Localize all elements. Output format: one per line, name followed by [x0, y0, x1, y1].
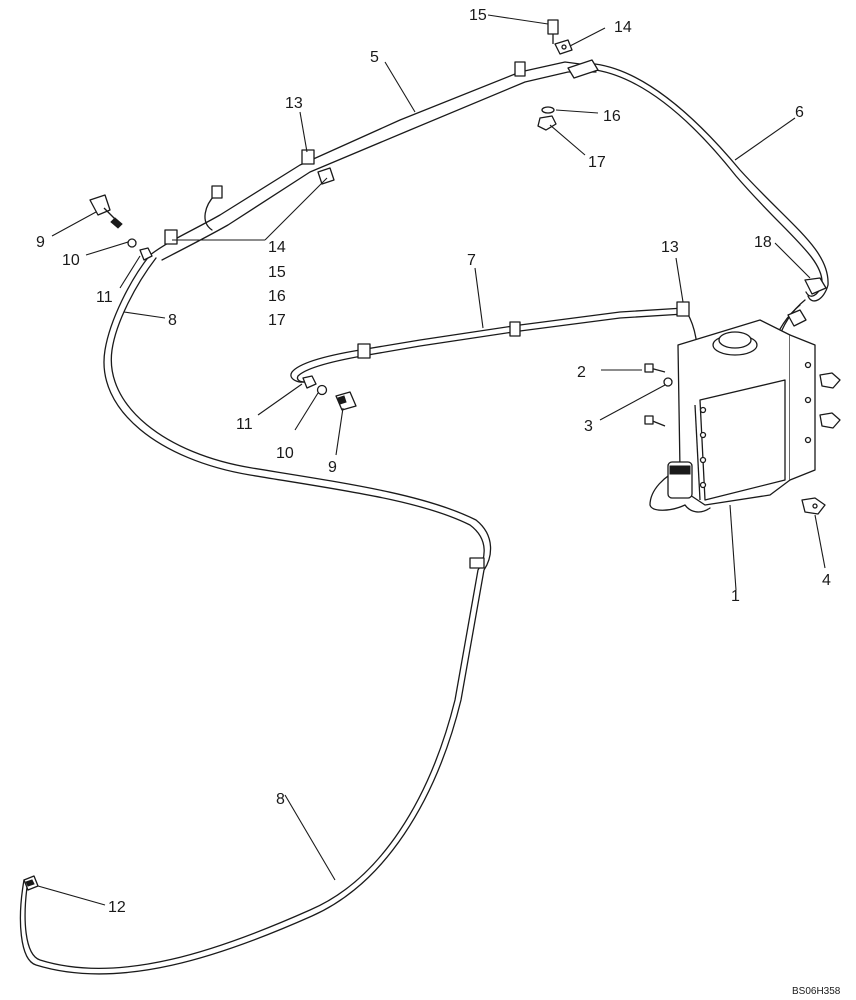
callout-11-mid: 11 — [236, 416, 253, 433]
callout-14-top: 14 — [614, 19, 632, 36]
callout-11-left: 11 — [96, 289, 113, 306]
callout-15-top: 15 — [469, 7, 487, 24]
callout-17-group: 17 — [268, 312, 286, 329]
callout-13-left: 13 — [285, 95, 303, 112]
callout-16-group: 16 — [268, 288, 286, 305]
clip-hose-7-b — [357, 343, 371, 359]
callout-1: 1 — [731, 588, 740, 605]
callout-16-top: 16 — [603, 108, 621, 125]
clip-13-left — [301, 149, 315, 165]
bolt-2b — [644, 415, 666, 427]
clamp-14 — [554, 39, 573, 55]
callout-15-group: 15 — [268, 264, 286, 281]
reference-code: BS06H358 — [792, 986, 841, 997]
clip-upper-d — [317, 167, 335, 185]
nut-11-left — [139, 247, 153, 261]
callout-2: 2 — [577, 364, 586, 381]
tee-fitting-upper — [567, 59, 599, 79]
callout-9-mid: 9 — [328, 459, 337, 476]
callouts: 1 2 3 4 5 6 7 8 8 9 9 10 10 11 11 12 13 … — [36, 7, 831, 916]
clip-hose-7-a — [509, 321, 521, 337]
hose-7 — [290, 307, 699, 401]
nozzle-9-mid — [335, 391, 357, 411]
washer-3 — [663, 377, 673, 387]
callout-3: 3 — [584, 418, 593, 435]
leader-lines — [37, 14, 826, 906]
callout-12: 12 — [108, 899, 126, 916]
callout-9-left: 9 — [36, 234, 45, 251]
callout-10-mid: 10 — [276, 445, 294, 462]
clip-upper-c — [164, 229, 178, 245]
nut-11-mid — [302, 375, 317, 389]
callout-18: 18 — [754, 234, 772, 251]
bolt-15 — [547, 19, 559, 44]
clamp-18 — [787, 277, 827, 327]
washer-16 — [541, 106, 555, 114]
callout-8-upper: 8 — [168, 312, 177, 329]
washer-10-left — [127, 238, 137, 248]
callout-8-lower: 8 — [276, 791, 285, 808]
clip-hose-8 — [469, 557, 485, 569]
washer-10-mid — [316, 384, 328, 396]
callout-5: 5 — [370, 49, 379, 66]
callout-7: 7 — [467, 252, 476, 269]
clip-upper-a — [211, 185, 223, 199]
callout-17-top: 17 — [588, 154, 606, 171]
reservoir — [667, 319, 791, 506]
callout-10-left: 10 — [62, 252, 80, 269]
bolt-2 — [644, 363, 666, 373]
callout-14-group: 14 — [268, 239, 286, 256]
hose-8 — [19, 254, 492, 975]
hose-5 — [149, 61, 597, 261]
callout-13-right: 13 — [661, 239, 679, 256]
hose-loop-reservoir — [649, 469, 711, 513]
nozzle-12 — [23, 875, 39, 891]
clamp-right-b — [819, 412, 841, 429]
clip-upper-b — [514, 61, 526, 77]
mounting-bracket — [789, 334, 816, 481]
callout-6: 6 — [795, 104, 804, 121]
clip-13-right — [676, 301, 690, 317]
nozzle-9-left — [89, 194, 123, 229]
clamp-4 — [801, 497, 826, 515]
clamp-right-a — [819, 372, 841, 389]
callout-4: 4 — [822, 572, 831, 589]
